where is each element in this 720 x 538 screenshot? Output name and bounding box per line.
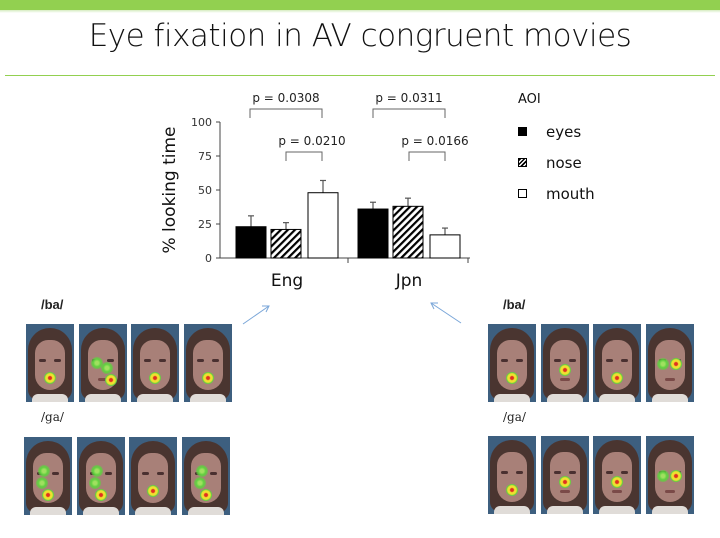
fixation-heatmap-spot <box>193 477 206 489</box>
arrowhead-icon <box>262 305 270 313</box>
fixation-heatmap-spot <box>558 476 571 488</box>
jpn-ba-face <box>488 324 536 402</box>
fixation-heatmap-spot <box>38 465 50 477</box>
fixation-heatmap-spot <box>88 477 101 489</box>
arrow-jpn <box>430 302 462 324</box>
jpn-ga-label: /ga/ <box>503 410 526 424</box>
bar-eng-eyes <box>235 226 267 259</box>
fixation-heatmap-spot <box>90 357 103 369</box>
legend: AOI eyes nose mouth <box>518 92 595 209</box>
y-tick-label: 50 <box>198 184 212 197</box>
legend-label: eyes <box>546 122 582 141</box>
bar-jpn-eyes <box>357 208 389 259</box>
fixation-heatmap-spot <box>36 477 48 489</box>
fixation-heatmap-spot <box>149 372 161 384</box>
fixation-heatmap-spot <box>656 358 669 370</box>
bar-eng-mouth <box>307 192 339 259</box>
slide-title: Eye fixation in AV congruent movies <box>88 18 632 54</box>
fixation-heatmap-spot <box>90 465 103 477</box>
top-accent-shadow <box>0 10 720 13</box>
jpn-ga-face <box>540 436 589 514</box>
fixation-heatmap-spot <box>656 470 669 482</box>
p-value-label: p = 0.0210 <box>278 134 345 148</box>
fixation-heatmap-spot <box>104 374 117 386</box>
fixation-heatmap-spot <box>669 358 682 370</box>
jpn-ba-label: /ba/ <box>503 297 526 312</box>
fixation-heatmap-spot <box>558 364 571 376</box>
hatched-square-icon <box>518 158 527 167</box>
eng-ga-label: /ga/ <box>41 410 64 424</box>
bar-jpn-nose <box>392 205 424 259</box>
eng-ga-face <box>181 437 230 515</box>
legend-title: AOI <box>518 92 541 107</box>
bar-jpn-mouth <box>429 234 461 259</box>
x-category-label: Jpn <box>395 271 423 291</box>
jpn-ga-face <box>645 436 694 514</box>
jpn-ga-face <box>488 436 536 514</box>
jpn-ba-face <box>540 324 589 402</box>
arrowhead-icon <box>430 302 438 310</box>
jpn-ba-face <box>645 324 694 402</box>
fixation-heatmap-spot <box>94 489 107 501</box>
legend-label: mouth <box>546 184 595 203</box>
p-value-label: p = 0.0308 <box>252 91 319 105</box>
fixation-heatmap-spot <box>100 362 113 374</box>
arrow-eng <box>242 305 270 325</box>
solid-square-icon <box>518 127 527 136</box>
y-tick-label: 0 <box>205 252 212 265</box>
jpn-ga-face <box>593 436 641 514</box>
y-tick-label: 75 <box>198 150 212 163</box>
legend-item-eyes: eyes <box>518 116 595 147</box>
significance-bracket <box>408 151 446 161</box>
eng-ga-face <box>129 437 177 515</box>
legend-label: nose <box>546 153 582 172</box>
eng-ba-face <box>26 324 74 402</box>
fixation-heatmap-spot <box>147 485 159 497</box>
fixation-heatmap-spot <box>611 372 623 384</box>
y-tick-label: 100 <box>191 116 212 129</box>
fixation-heatmap-spot <box>506 372 518 384</box>
fixation-heatmap-spot <box>44 372 56 384</box>
empty-square-icon <box>518 189 527 198</box>
fixation-heatmap-spot <box>506 484 518 496</box>
eng-ba-face <box>131 324 179 402</box>
fixation-heatmap-spot <box>611 476 623 488</box>
significance-bracket <box>372 108 446 118</box>
y-tick-label: 25 <box>198 218 212 231</box>
fixation-heatmap-spot <box>201 372 214 384</box>
legend-item-mouth: mouth <box>518 178 595 209</box>
fixation-heatmap-spot <box>195 465 208 477</box>
fixation-heatmap-spot <box>199 489 212 501</box>
legend-item-nose: nose <box>518 147 595 178</box>
fixation-heatmap-spot <box>669 470 682 482</box>
eng-ba-face <box>183 324 232 402</box>
eng-ga-face <box>76 437 125 515</box>
eng-ba-label: /ba/ <box>41 297 64 312</box>
eng-ga-face <box>24 437 72 515</box>
y-axis-label: % looking time <box>160 126 180 253</box>
significance-bracket <box>249 108 323 118</box>
x-category-label: Eng <box>271 271 303 291</box>
bar-eng-nose <box>270 228 302 259</box>
top-accent-bar <box>0 0 720 10</box>
jpn-ba-face <box>593 324 641 402</box>
significance-bracket <box>285 151 323 161</box>
fixation-heatmap-spot <box>42 489 54 501</box>
eng-ba-face <box>78 324 127 402</box>
title-divider <box>5 75 715 76</box>
p-value-label: p = 0.0311 <box>375 91 442 105</box>
p-value-label: p = 0.0166 <box>401 134 468 148</box>
